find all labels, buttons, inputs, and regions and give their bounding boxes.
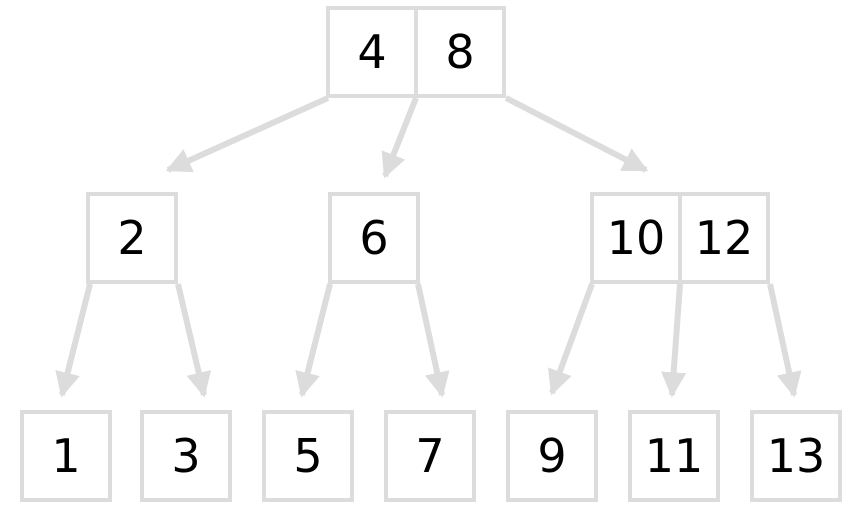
- leaf-node-11: 11: [628, 410, 720, 502]
- key-cell: 13: [750, 410, 842, 502]
- key-cell: 3: [140, 410, 232, 502]
- key-cell: 7: [384, 410, 476, 502]
- leaf-node-7: 7: [384, 410, 476, 502]
- internal-node-6: 6: [328, 192, 420, 284]
- edge-node-10-12-to-leaf-9: [547, 282, 595, 396]
- key-cell: 2: [86, 192, 178, 284]
- internal-node-2: 2: [86, 192, 178, 284]
- edge-node-2-to-leaf-1: [55, 283, 93, 398]
- key-cell: 5: [262, 410, 354, 502]
- leaf-node-13: 13: [750, 410, 842, 502]
- edge-node-10-12-to-leaf-13: [767, 283, 802, 398]
- edge-root-to-node-10-12: [504, 95, 649, 173]
- key-cell: 8: [414, 6, 506, 98]
- edge-node-6-to-leaf-7: [415, 283, 450, 398]
- key-cell: 9: [506, 410, 598, 502]
- key-cell: 6: [328, 192, 420, 284]
- internal-node-10-12: 10 12: [590, 192, 770, 284]
- edge-node-10-12-to-leaf-11: [661, 283, 687, 398]
- leaf-node-1: 1: [20, 410, 112, 502]
- edge-node-2-to-leaf-3: [175, 283, 212, 398]
- edge-node-6-to-leaf-5: [295, 283, 333, 398]
- key-cell: 4: [326, 6, 418, 98]
- edge-root-to-node-2: [165, 95, 330, 173]
- key-cell: 12: [678, 192, 770, 284]
- root-node: 4 8: [326, 6, 506, 98]
- edge-root-to-node-6: [381, 96, 419, 179]
- leaf-node-5: 5: [262, 410, 354, 502]
- leaf-node-3: 3: [140, 410, 232, 502]
- key-cell: 11: [628, 410, 720, 502]
- key-cell: 10: [590, 192, 682, 284]
- key-cell: 1: [20, 410, 112, 502]
- leaf-node-9: 9: [506, 410, 598, 502]
